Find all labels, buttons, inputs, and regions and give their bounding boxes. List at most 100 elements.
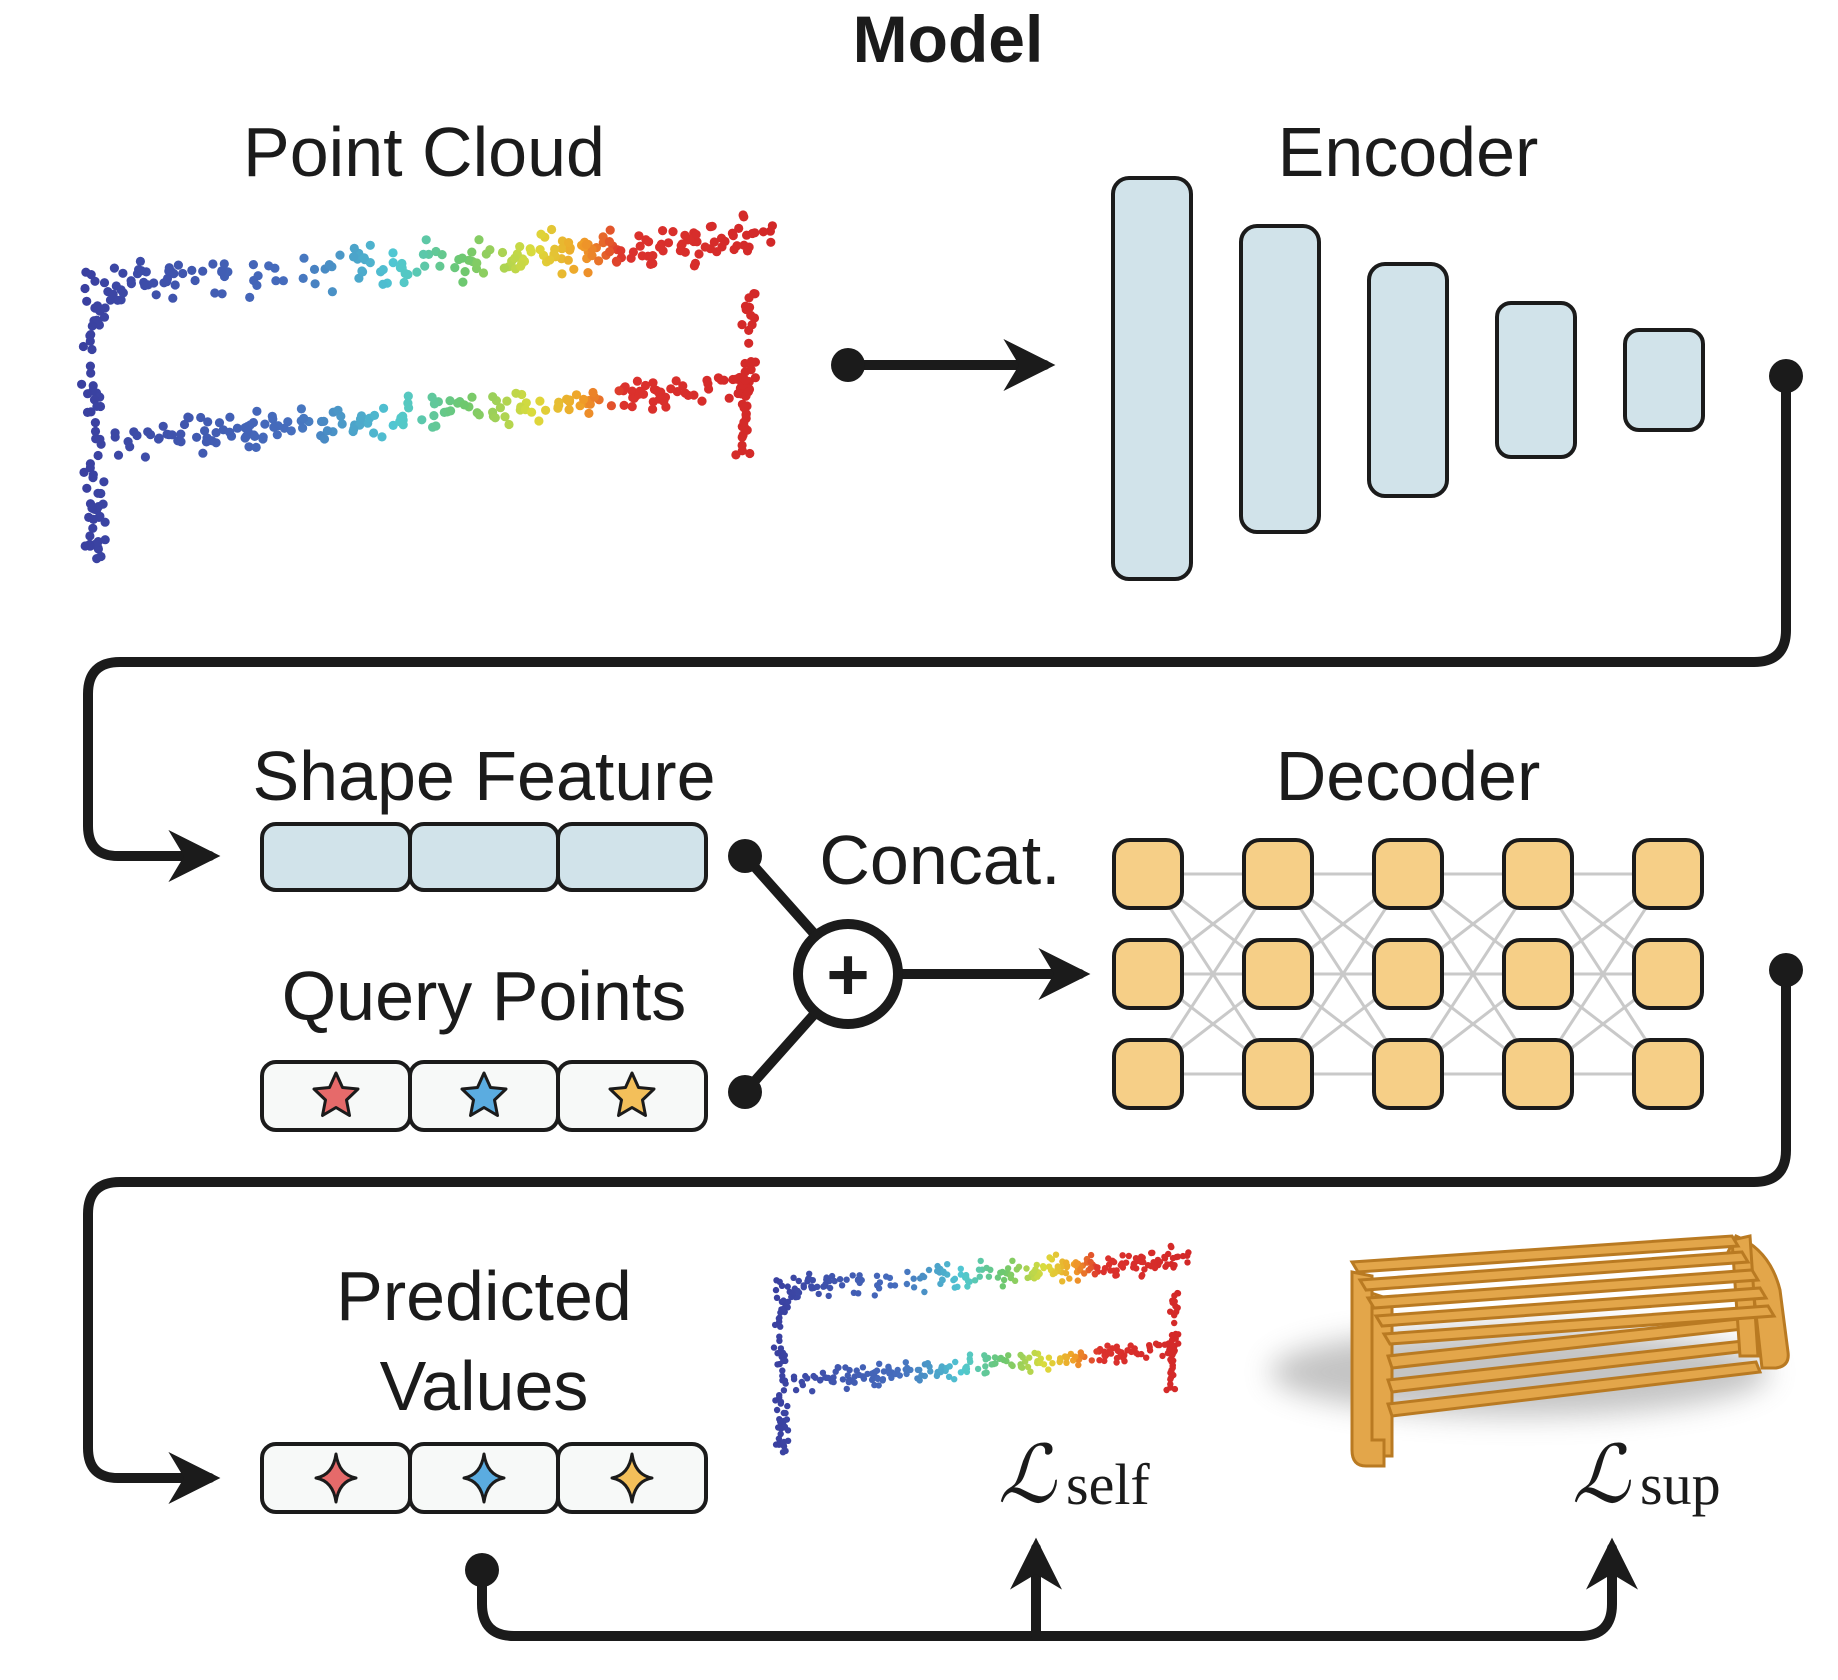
point-cloud-point	[1105, 1255, 1112, 1262]
point-cloud-point	[1175, 1340, 1182, 1347]
point-cloud-point	[815, 1290, 822, 1298]
point-cloud-point	[1017, 1351, 1024, 1359]
point-cloud-point	[814, 1283, 821, 1291]
point-cloud-point	[902, 1359, 909, 1366]
point-cloud-point	[511, 388, 521, 398]
point-cloud-point	[886, 1274, 894, 1282]
point-cloud-point	[924, 1360, 931, 1367]
point-cloud-point	[991, 1354, 999, 1361]
point-cloud-point	[1087, 1258, 1094, 1266]
point-cloud-label: Point Cloud	[243, 113, 605, 191]
point-cloud-point	[790, 1274, 797, 1282]
point-cloud-point	[179, 419, 190, 430]
point-cloud-point	[910, 1284, 918, 1291]
sparkle-icon	[462, 1452, 506, 1504]
point-cloud-point	[499, 263, 509, 273]
point-cloud-point	[90, 418, 100, 428]
point-cloud-point	[1091, 1270, 1099, 1277]
point-cloud-point	[184, 413, 194, 423]
point-cloud-point	[200, 426, 210, 436]
point-cloud-point	[1031, 1349, 1038, 1357]
shape-feature-label: Shape Feature	[252, 737, 715, 815]
point-cloud-point	[286, 426, 296, 436]
point-cloud-point	[378, 279, 388, 289]
point-cloud-point	[921, 1288, 928, 1296]
point-cloud-point	[327, 287, 337, 297]
point-cloud-point	[87, 321, 97, 331]
point-cloud-point	[774, 1350, 781, 1357]
point-cloud-point	[1062, 1269, 1070, 1277]
point-cloud-point	[1052, 1251, 1060, 1258]
point-cloud-point	[335, 250, 345, 260]
point-cloud-point	[806, 1276, 814, 1283]
point-cloud-point	[217, 267, 227, 277]
point-cloud-point	[100, 517, 110, 527]
point-cloud-point	[1077, 1349, 1085, 1356]
point-cloud-point	[734, 223, 744, 233]
point-cloud-point	[887, 1282, 894, 1289]
point-cloud-point	[132, 430, 142, 441]
point-cloud-point	[84, 512, 94, 523]
point-cloud-point	[873, 1367, 881, 1374]
point-cloud-point	[88, 470, 98, 480]
point-cloud-point	[105, 295, 116, 305]
point-cloud-point	[1009, 1362, 1016, 1370]
point-cloud-point	[775, 1435, 783, 1442]
point-cloud-point	[1011, 1277, 1019, 1285]
point-cloud-point	[1146, 1342, 1153, 1349]
point-cloud-point	[744, 293, 754, 303]
point-cloud-point	[170, 280, 180, 290]
point-cloud-point	[927, 1368, 934, 1375]
point-cloud-point	[1134, 1351, 1142, 1358]
loss-self: ℒ self	[998, 1428, 1150, 1521]
point-cloud-point	[365, 240, 375, 250]
point-cloud-point	[745, 448, 755, 459]
point-cloud-point	[705, 222, 716, 232]
point-cloud-point	[365, 258, 375, 268]
point-cloud-point	[975, 1266, 983, 1273]
point-cloud-point	[527, 407, 537, 417]
point-cloud-point	[378, 265, 388, 275]
point-cloud-point	[564, 405, 574, 415]
point-cloud-point	[431, 421, 441, 431]
point-cloud-point	[1005, 1352, 1012, 1359]
point-cloud-point	[790, 1373, 798, 1380]
point-cloud-point	[541, 405, 551, 415]
point-cloud-point	[806, 1270, 813, 1278]
point-cloud-point	[1168, 1331, 1176, 1339]
point-cloud-point	[1023, 1265, 1030, 1272]
point-cloud-point	[951, 1284, 958, 1291]
point-cloud-point	[823, 1274, 830, 1281]
point-cloud-point	[399, 277, 409, 288]
point-cloud-point	[86, 368, 96, 378]
concat-label: Concat.	[819, 821, 1060, 899]
point-cloud-point	[1026, 1354, 1033, 1361]
point-cloud-point	[772, 1397, 779, 1404]
point-cloud-point	[140, 452, 150, 462]
point-cloud-point	[659, 396, 669, 406]
point-cloud-point	[985, 1273, 993, 1280]
point-cloud-point	[741, 410, 751, 420]
point-cloud-point	[164, 263, 174, 273]
point-cloud-point	[951, 1275, 959, 1283]
point-cloud-point	[1179, 1252, 1187, 1260]
point-cloud-point	[78, 341, 88, 352]
point-cloud-point	[891, 1282, 899, 1289]
point-cloud-point	[173, 260, 183, 270]
point-cloud-point	[398, 420, 408, 430]
point-cloud-point	[627, 402, 637, 412]
point-cloud-point	[1073, 1260, 1081, 1268]
point-cloud-point	[100, 303, 110, 313]
point-cloud-point	[777, 1309, 784, 1316]
star-icon	[608, 1071, 656, 1117]
point-cloud-point	[1132, 1255, 1140, 1262]
point-cloud-point	[243, 426, 253, 436]
point-cloud-point	[773, 1406, 781, 1414]
point-cloud-point	[502, 396, 512, 406]
point-cloud-point	[403, 391, 413, 401]
point-cloud-point	[1045, 1366, 1052, 1373]
point-cloud-point	[880, 1368, 888, 1375]
point-cloud-point	[952, 1358, 959, 1366]
point-cloud-point	[888, 1374, 895, 1382]
